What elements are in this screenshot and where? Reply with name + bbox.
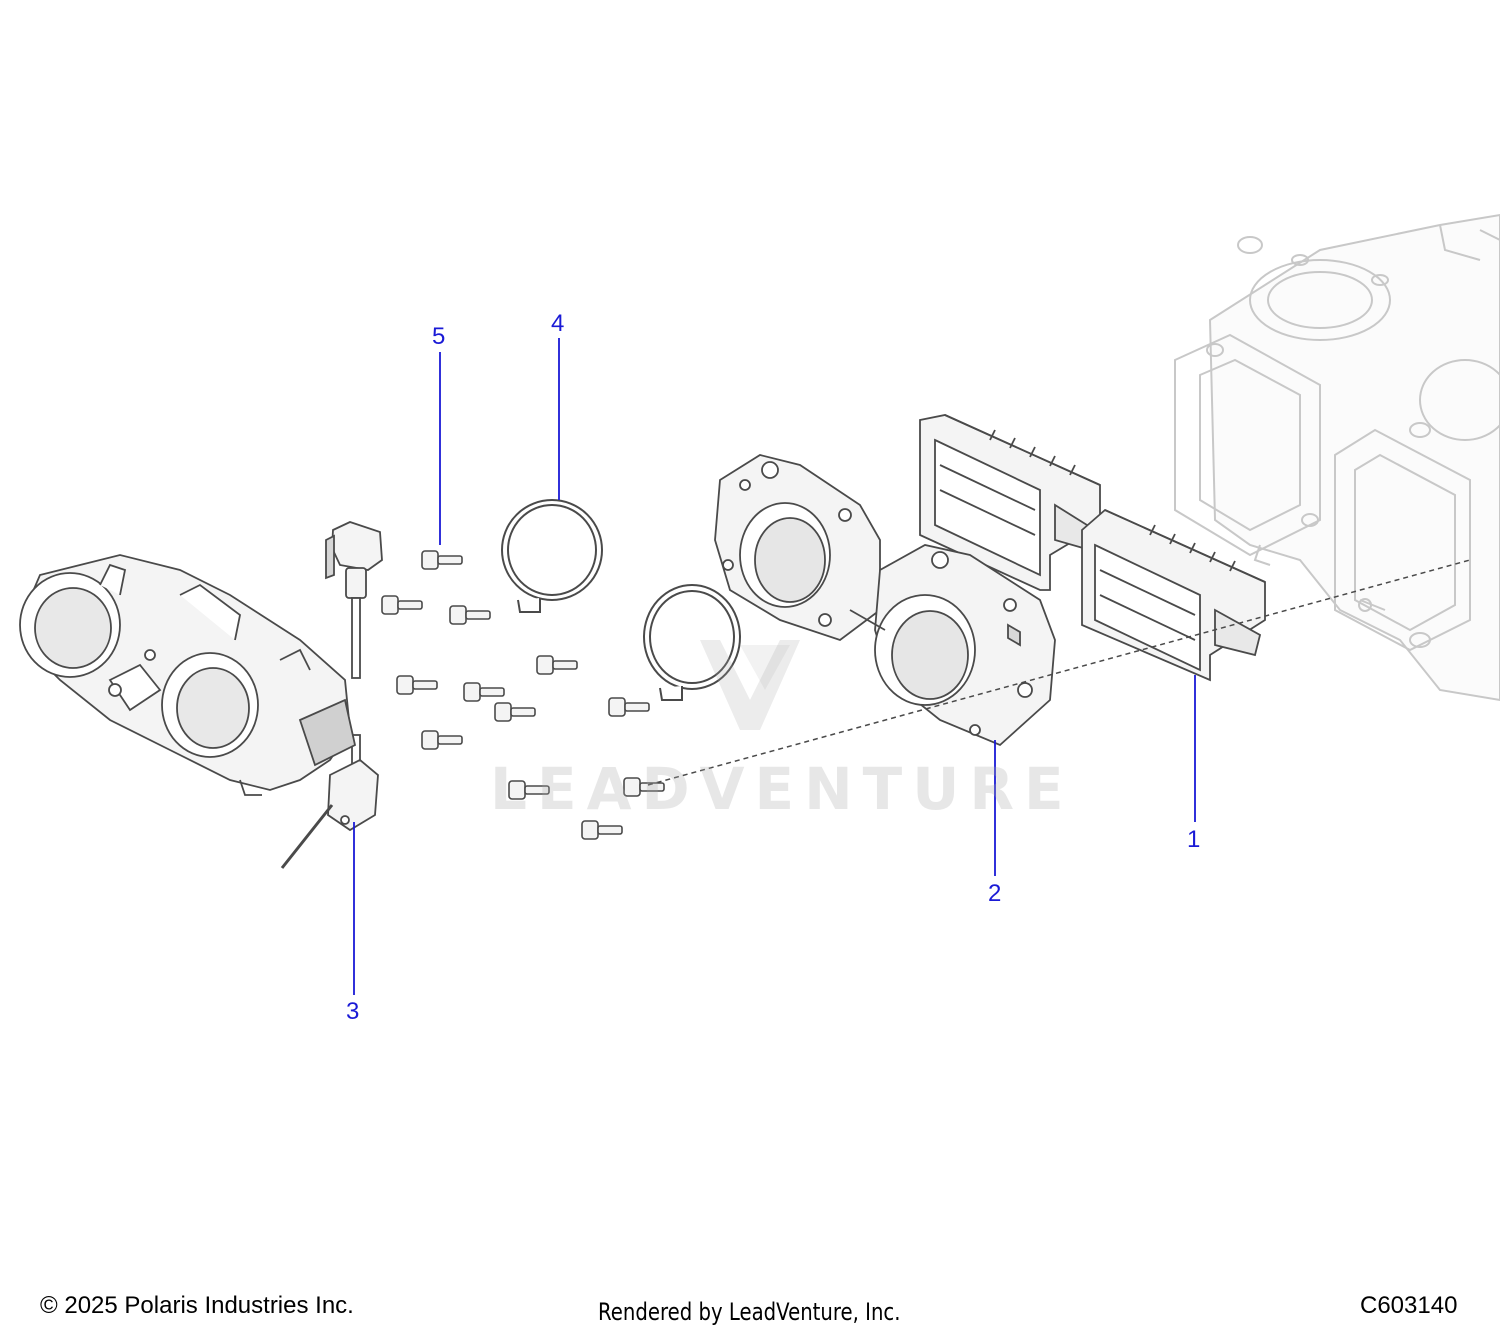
intake-adapter-front <box>849 544 1056 747</box>
leadventure-watermark-logo <box>700 640 800 730</box>
reed-valve-front <box>1081 508 1266 682</box>
copyright-text: © 2025 Polaris Industries Inc. <box>40 1292 354 1319</box>
callout-1[interactable]: 1 <box>1187 826 1201 853</box>
intake-adapter-rear <box>714 454 881 642</box>
throttle-body-illustration <box>19 554 357 796</box>
callout-leader-lines <box>353 338 1196 995</box>
throttle-sensor-assembly <box>280 521 383 869</box>
bolt-set <box>381 550 665 840</box>
hose-clamp-lower <box>643 584 741 701</box>
callout-2[interactable]: 2 <box>988 880 1002 907</box>
watermark-text: LEADVENTURE <box>490 755 1074 823</box>
part-code-text: C603140 <box>1360 1292 1458 1319</box>
callout-5[interactable]: 5 <box>432 323 446 350</box>
hose-clamp-upper <box>501 499 603 613</box>
alignment-dashed-line <box>647 559 1471 786</box>
callout-4[interactable]: 4 <box>551 310 565 337</box>
callout-3[interactable]: 3 <box>346 998 360 1025</box>
reed-valve-rear <box>919 414 1101 591</box>
rendered-by-text: Rendered by LeadVenture, Inc. <box>598 1298 901 1326</box>
engine-block-illustration <box>1174 213 1500 702</box>
